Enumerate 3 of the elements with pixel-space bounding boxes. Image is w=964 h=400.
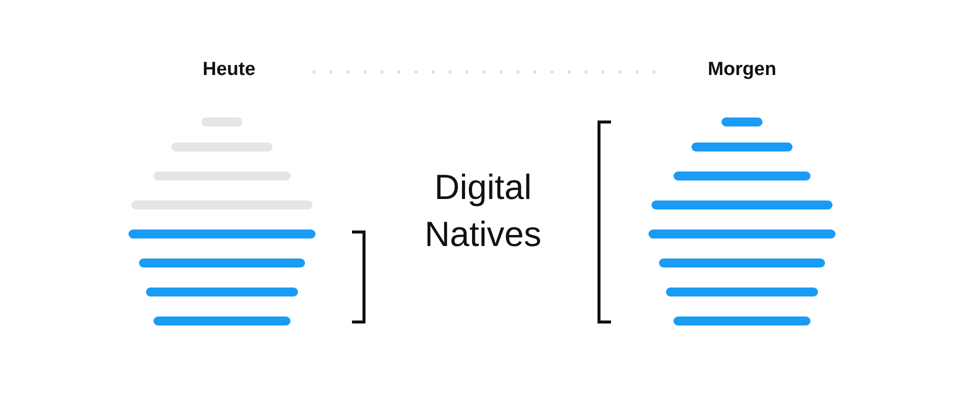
group-label: Digital Natives	[424, 166, 542, 256]
column-heading: Morgen	[708, 58, 776, 82]
column-heading: Heute	[202, 58, 256, 82]
